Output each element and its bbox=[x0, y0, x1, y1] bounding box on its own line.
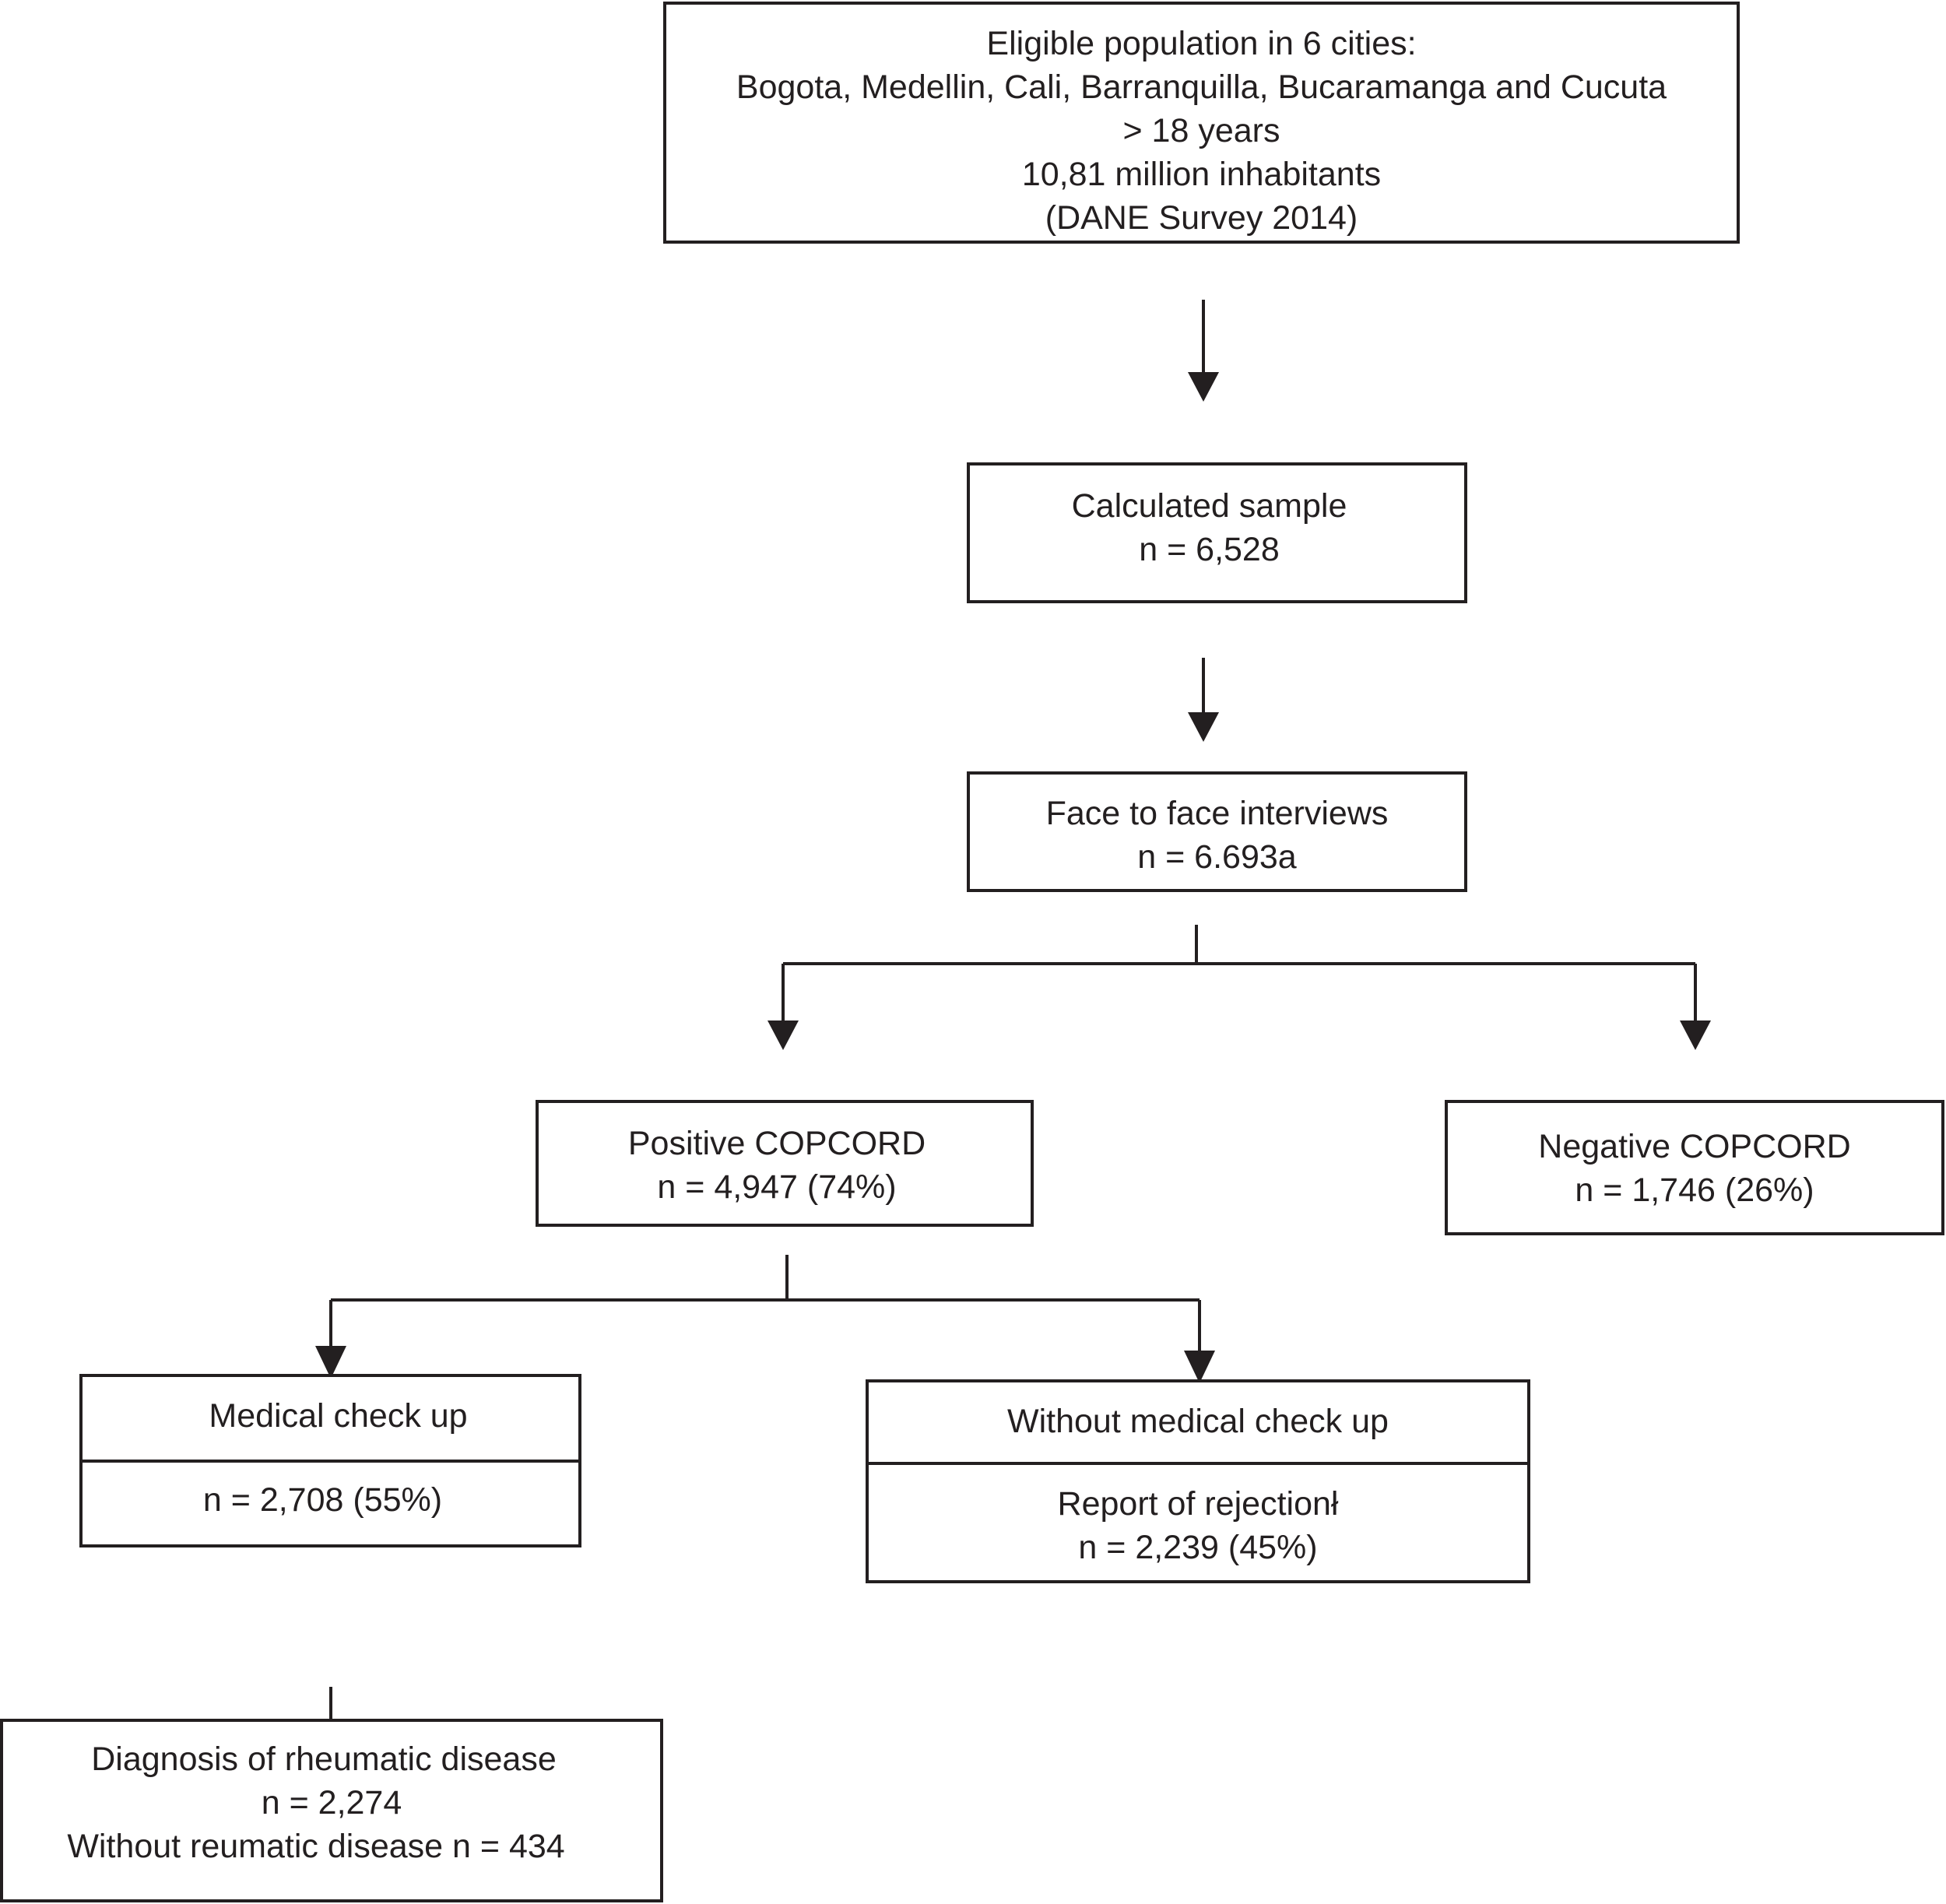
arrowhead-eligible-to-sample bbox=[1188, 372, 1219, 402]
rejection-label: Report of rejectionł bbox=[1057, 1485, 1339, 1523]
interviews-label: Face to face interviews bbox=[1045, 795, 1389, 832]
negative-label: Negative COPCORD bbox=[1538, 1128, 1851, 1165]
sample-count: n = 6,528 bbox=[1139, 531, 1280, 568]
arrowhead-to-without-medical bbox=[1184, 1351, 1215, 1383]
arrowhead-to-medical bbox=[315, 1346, 346, 1379]
without-medical-checkup-box: Without medical check up Report of rejec… bbox=[866, 1379, 1530, 1583]
without-medical-divider bbox=[869, 1462, 1527, 1465]
medical-checkup-divider bbox=[83, 1460, 578, 1463]
arrowhead-to-negative bbox=[1680, 1021, 1711, 1050]
positive-label: Positive COPCORD bbox=[627, 1125, 926, 1162]
eligible-line-3: > 18 years bbox=[1122, 112, 1280, 149]
interviews-box: Face to face interviews n = 6.693a bbox=[967, 771, 1467, 892]
without-medical-header-cell: Without medical check up bbox=[869, 1382, 1527, 1462]
negative-count: n = 1,746 (26%) bbox=[1575, 1172, 1814, 1209]
without-medical-body-cell: Report of rejectionł n = 2,239 (45%) bbox=[869, 1465, 1527, 1569]
medical-checkup-count: n = 2,708 (55%) bbox=[202, 1481, 443, 1519]
interviews-count: n = 6.693a bbox=[1137, 838, 1297, 876]
medical-checkup-header-cell: Medical check up bbox=[83, 1377, 578, 1460]
diagnosis-label: Diagnosis of rheumatic disease bbox=[91, 1741, 557, 1778]
without-disease-count: Without reumatic disease n = 434 bbox=[67, 1828, 565, 1865]
without-medical-header: Without medical check up bbox=[1007, 1403, 1389, 1440]
rejection-count: n = 2,239 (45%) bbox=[1078, 1529, 1318, 1566]
medical-checkup-box: Medical check up n = 2,708 (55%) bbox=[79, 1374, 581, 1547]
diagnosis-count: n = 2,274 bbox=[261, 1784, 402, 1821]
medical-checkup-header: Medical check up bbox=[209, 1397, 468, 1435]
diagnosis-box: Diagnosis of rheumatic disease n = 2,274… bbox=[0, 1719, 663, 1902]
positive-copcord-box: Positive COPCORD n = 4,947 (74%) bbox=[536, 1100, 1034, 1227]
medical-checkup-body-cell: n = 2,708 (55%) bbox=[83, 1463, 578, 1522]
eligible-line-1: Eligible population in 6 cities: bbox=[986, 25, 1417, 62]
arrowhead-sample-to-interviews bbox=[1188, 712, 1219, 742]
positive-count: n = 4,947 (74%) bbox=[657, 1168, 897, 1206]
eligible-line-4: 10,81 million inhabitants bbox=[1021, 156, 1382, 193]
negative-copcord-box: Negative COPCORD n = 1,746 (26%) bbox=[1445, 1100, 1944, 1235]
eligible-population-box: Eligible population in 6 cities: Bogota,… bbox=[663, 2, 1740, 244]
eligible-line-2: Bogota, Medellin, Cali, Barranquilla, Bu… bbox=[736, 69, 1667, 106]
sample-label: Calculated sample bbox=[1071, 487, 1347, 525]
arrowhead-to-positive bbox=[768, 1021, 799, 1050]
calculated-sample-box: Calculated sample n = 6,528 bbox=[967, 462, 1467, 603]
eligible-line-5: (DANE Survey 2014) bbox=[1045, 199, 1358, 237]
